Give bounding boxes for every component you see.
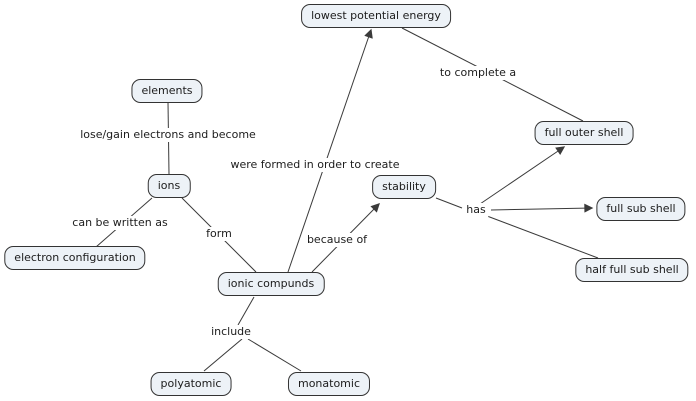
edge-label-has[interactable]: has xyxy=(463,203,489,217)
node-elements[interactable]: elements xyxy=(131,79,203,103)
edge-has-full-outer-shell xyxy=(479,146,566,205)
edge-label-lose-gain-electrons-and-become[interactable]: lose/gain electrons and become xyxy=(77,128,259,142)
node-half-full-sub-shell[interactable]: half full sub shell xyxy=(575,258,689,282)
node-full-outer-shell[interactable]: full outer shell xyxy=(534,121,634,145)
edge-ionic-compunds-include xyxy=(237,296,255,326)
node-monatomic[interactable]: monatomic xyxy=(287,372,371,396)
edge-include-polyatomic xyxy=(203,338,243,372)
edge-label-can-be-written-as[interactable]: can be written as xyxy=(69,216,171,230)
node-polyatomic[interactable]: polyatomic xyxy=(150,372,232,396)
edge-stability-has xyxy=(435,197,463,209)
edge-include-monatomic xyxy=(247,338,302,372)
node-electron-configuration[interactable]: electron configuration xyxy=(4,246,146,270)
edge-has-full-sub-shell xyxy=(490,203,594,213)
node-lowest-potential-energy[interactable]: lowest potential energy xyxy=(301,4,451,28)
node-full-sub-shell[interactable]: full sub shell xyxy=(596,197,686,221)
node-stability[interactable]: stability xyxy=(372,175,436,199)
node-ions[interactable]: ions xyxy=(147,174,191,198)
edge-label-because-of[interactable]: because of xyxy=(303,233,371,247)
edge-label-form[interactable]: form xyxy=(203,227,235,241)
node-ionic-compunds[interactable]: ionic compunds xyxy=(217,272,325,296)
edge-ionic-compunds-lowest-potential-energy xyxy=(287,28,373,273)
edge-label-were-formed-in-order-to-create[interactable]: were formed in order to create xyxy=(227,158,403,172)
edge-label-to-complete-a[interactable]: to complete a xyxy=(436,66,520,80)
edge-label-include[interactable]: include xyxy=(208,325,254,339)
edge-has-half-full-sub-shell xyxy=(486,215,599,259)
